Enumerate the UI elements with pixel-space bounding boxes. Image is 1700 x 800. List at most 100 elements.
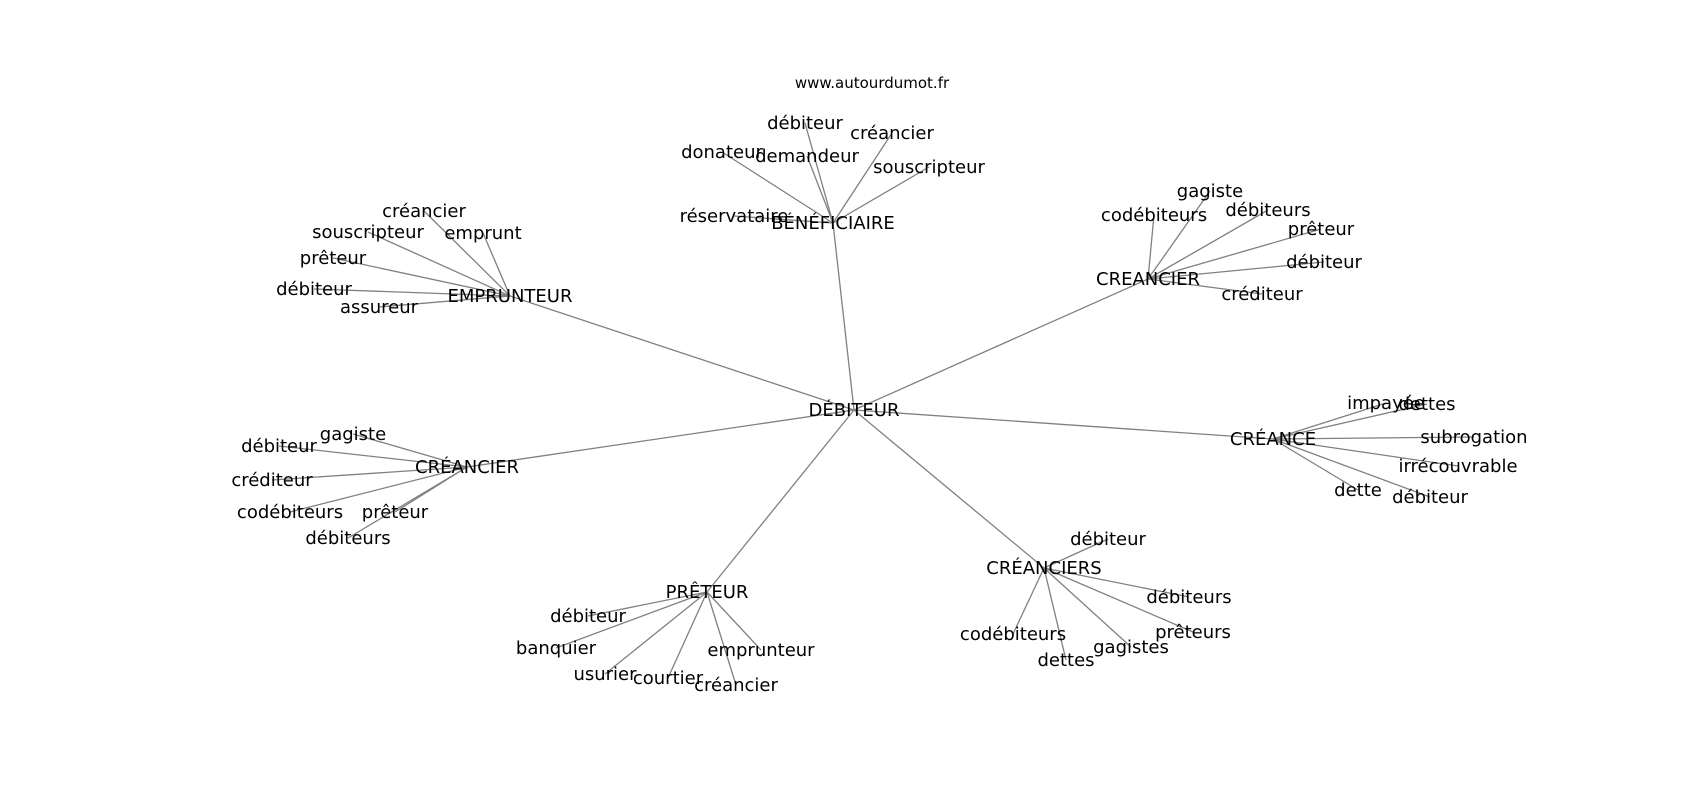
edge-hub-leaf [1043, 567, 1132, 648]
edge-hub-leaf [721, 151, 834, 224]
leaf-word-label[interactable]: donateur [681, 142, 763, 163]
edge-hub-leaf [352, 433, 468, 468]
edge-hub-leaf [706, 591, 737, 686]
leaf-word-label[interactable]: usurier [573, 664, 637, 685]
leaf-word-label[interactable]: codébiteurs [237, 502, 343, 523]
leaf-word-label[interactable]: prêteurs [1155, 622, 1231, 643]
hub-word-label[interactable]: CRÉANCIER [415, 456, 519, 478]
leaf-word-label[interactable]: assureur [340, 297, 419, 318]
leaf-word-label[interactable]: débiteur [276, 279, 352, 300]
edge-hub-leaf [555, 591, 708, 649]
leaf-word-label[interactable]: débiteur [1070, 529, 1146, 550]
edge-hub-leaf [289, 466, 468, 513]
edge-hub-leaf [1147, 209, 1269, 280]
leaf-word-label[interactable]: gagistes [1093, 637, 1169, 658]
hub-word-label[interactable]: CRÉANCIERS [986, 557, 1101, 579]
edge-hub-leaf [667, 591, 708, 679]
edge-hub-leaf [1272, 403, 1428, 440]
edge-hub-leaf [806, 155, 834, 224]
leaf-word-label[interactable]: créancier [694, 675, 778, 696]
edge-hub-leaf [706, 591, 762, 651]
edge-hub-leaf [271, 466, 468, 481]
leaf-word-label[interactable]: souscripteur [873, 157, 985, 178]
leaf-word-label[interactable]: créancier [382, 201, 466, 222]
edge-hub-leaf [278, 445, 468, 468]
leaf-word-label[interactable]: créditeur [231, 470, 313, 491]
edge-hub-leaf [1272, 438, 1431, 498]
edge-hub-leaf [832, 166, 930, 224]
leaf-word-label[interactable]: débiteurs [1225, 200, 1310, 221]
edge-hub-leaf [332, 257, 511, 297]
edge-hub-leaf [604, 591, 708, 675]
leaf-word-label[interactable]: gagiste [1177, 181, 1243, 202]
edge-center-hub [466, 409, 855, 468]
leaf-word-label[interactable]: codébiteurs [1101, 205, 1207, 226]
edge-hub-leaf [1272, 402, 1387, 440]
edge-hub-leaf [1147, 261, 1325, 280]
edge-hub-leaf [1272, 436, 1475, 440]
edge-hub-leaf [1043, 567, 1190, 598]
edge-hub-leaf [423, 210, 511, 297]
edge-center-hub [706, 409, 855, 593]
leaf-word-label[interactable]: souscripteur [312, 222, 424, 243]
edge-center-hub [853, 278, 1149, 411]
leaf-word-label[interactable]: subrogation [1420, 427, 1527, 448]
leaf-word-label[interactable]: débiteur [1392, 487, 1468, 508]
leaf-word-label[interactable]: gagiste [320, 424, 386, 445]
leaf-word-label[interactable]: débiteur [550, 606, 626, 627]
leaf-word-label[interactable]: irrécouvrable [1398, 456, 1517, 477]
edge-hub-leaf [347, 466, 468, 539]
leaf-word-label[interactable]: réservataire [680, 206, 789, 227]
leaf-word-label[interactable]: débiteur [1286, 252, 1362, 273]
leaf-word-label[interactable]: débiteur [241, 436, 317, 457]
leaf-word-label[interactable]: créancier [850, 123, 934, 144]
leaf-word-label[interactable]: courtier [633, 668, 704, 689]
leaf-word-label[interactable]: prêteur [1288, 219, 1355, 240]
edge-hub-leaf [1147, 190, 1211, 280]
leaf-word-label[interactable]: prêteur [300, 248, 367, 269]
leaf-word-label[interactable]: dettes [1398, 394, 1455, 415]
edge-hub-leaf [313, 288, 511, 297]
leaf-word-label[interactable]: créditeur [1221, 284, 1303, 305]
edge-hub-leaf [1147, 228, 1322, 280]
hub-word-label[interactable]: PRÊTEUR [666, 581, 749, 603]
leaf-word-label[interactable]: codébiteurs [960, 624, 1066, 645]
edge-hub-leaf [1272, 438, 1359, 491]
edge-center-hub [832, 222, 855, 411]
leaf-word-label[interactable]: dette [1334, 480, 1382, 501]
leaf-word-label[interactable]: débiteurs [1146, 587, 1231, 608]
edge-center-hub [509, 295, 855, 411]
leaf-word-label[interactable]: impayée [1347, 393, 1425, 414]
edge-center-hub [853, 409, 1045, 569]
leaf-word-label[interactable]: prêteur [362, 502, 429, 523]
edge-hub-leaf [1147, 278, 1263, 295]
edge-hub-leaf [1043, 538, 1109, 569]
hub-word-label[interactable]: CREANCIER [1096, 269, 1200, 290]
leaf-word-label[interactable]: banquier [516, 638, 597, 659]
edge-hub-leaf [1147, 214, 1155, 280]
leaf-word-label[interactable]: emprunt [444, 223, 521, 244]
leaf-word-label[interactable]: débiteur [767, 113, 843, 134]
edge-hub-leaf [733, 215, 834, 224]
edge-hub-leaf [1043, 567, 1067, 661]
edge-hub-leaf [804, 122, 834, 224]
hub-word-label[interactable]: CRÉANCE [1230, 428, 1316, 450]
edge-hub-leaf [1012, 567, 1045, 635]
edge-hub-leaf [587, 591, 708, 617]
leaf-word-label[interactable]: demandeur [755, 146, 859, 167]
edge-hub-leaf [378, 295, 511, 308]
center-word-label[interactable]: DÉBITEUR [809, 399, 900, 421]
edge-hub-leaf [367, 231, 511, 297]
leaf-word-label[interactable]: débiteurs [305, 528, 390, 549]
leaf-word-label[interactable]: dettes [1037, 650, 1094, 671]
hub-word-label[interactable]: EMPRUNTEUR [448, 286, 573, 307]
edge-hub-leaf [832, 132, 893, 224]
edge-hub-leaf [1043, 567, 1194, 633]
edge-hub-leaf [482, 232, 511, 297]
leaf-word-label[interactable]: emprunteur [707, 640, 815, 661]
source-credit: www.autourdumot.fr [795, 74, 950, 92]
edge-hub-leaf [1272, 438, 1459, 467]
hub-word-label[interactable]: BÉNÉFICIAIRE [771, 212, 895, 234]
